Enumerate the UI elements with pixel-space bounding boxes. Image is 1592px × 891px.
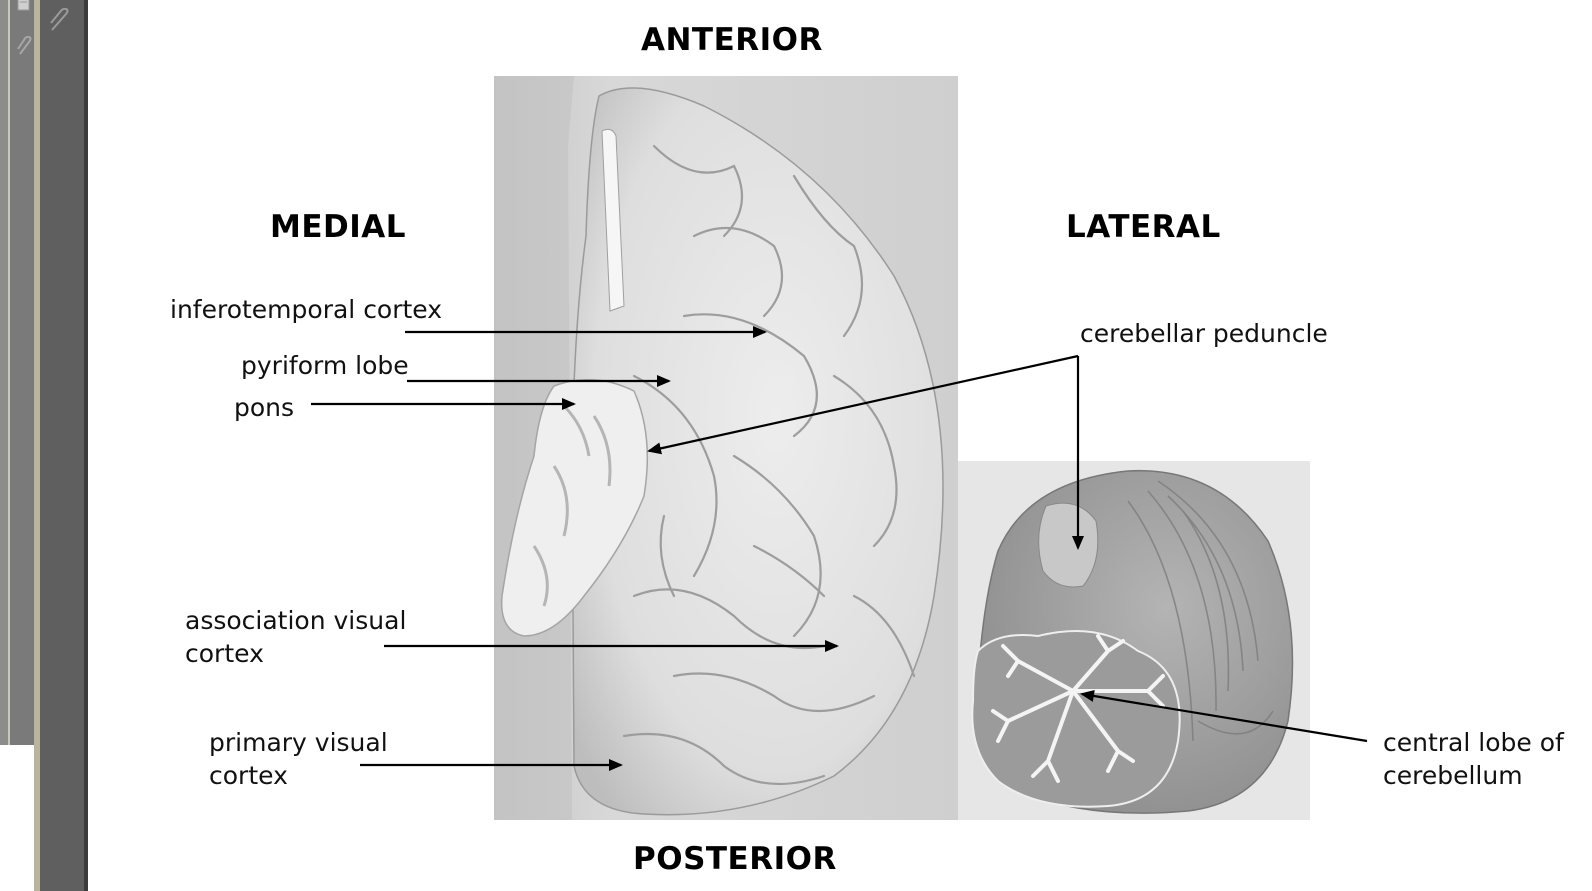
brainstem [500, 378, 649, 637]
heading-posterior: POSTERIOR [633, 841, 837, 877]
peduncle-stump [1038, 502, 1099, 588]
page-icon[interactable] [16, 0, 32, 14]
heading-lateral: LATERAL [1066, 209, 1221, 245]
label-central-lobe-line2: cerebellum [1383, 761, 1523, 790]
cerebellum-photo [958, 461, 1310, 820]
viewer-panel-border [34, 0, 40, 891]
label-primary-visual-cortex-line1: primary visual [209, 728, 388, 757]
arrow-central-lobe [1080, 690, 1368, 743]
label-association-visual-cortex-line1: association visual [185, 606, 407, 635]
folia-lines [1127, 480, 1274, 742]
label-association-visual-cortex-line2: cortex [185, 639, 264, 668]
brain-sulci [622, 144, 916, 786]
heading-anterior: ANTERIOR [641, 22, 823, 58]
viewer-panel-edge [84, 0, 88, 891]
label-pons: pons [234, 393, 295, 422]
viewer-sidebar-gap [10, 0, 34, 745]
viewer-sidebar-tabs [0, 0, 8, 745]
heading-medial: MEDIAL [270, 209, 407, 245]
label-cerebellar-peduncle: cerebellar peduncle [1080, 319, 1328, 348]
cerebellum-cut-surface [971, 630, 1181, 808]
viewer-sidebar-edge [8, 0, 10, 745]
paperclip-icon[interactable] [48, 8, 72, 34]
paperclip-icon[interactable] [16, 36, 34, 58]
label-central-lobe-line1: central lobe of [1383, 728, 1564, 757]
viewer-attachments-panel [40, 0, 84, 891]
label-pyriform-lobe: pyriform lobe [241, 351, 409, 380]
label-primary-visual-cortex-line2: cortex [209, 761, 288, 790]
cerebral-hemisphere [571, 87, 944, 816]
arrow-peduncle-to-brainstem [647, 354, 1079, 455]
brain-photo [494, 76, 958, 820]
label-inferotemporal-cortex: inferotemporal cortex [170, 295, 443, 324]
arbor-vitae [991, 634, 1165, 783]
